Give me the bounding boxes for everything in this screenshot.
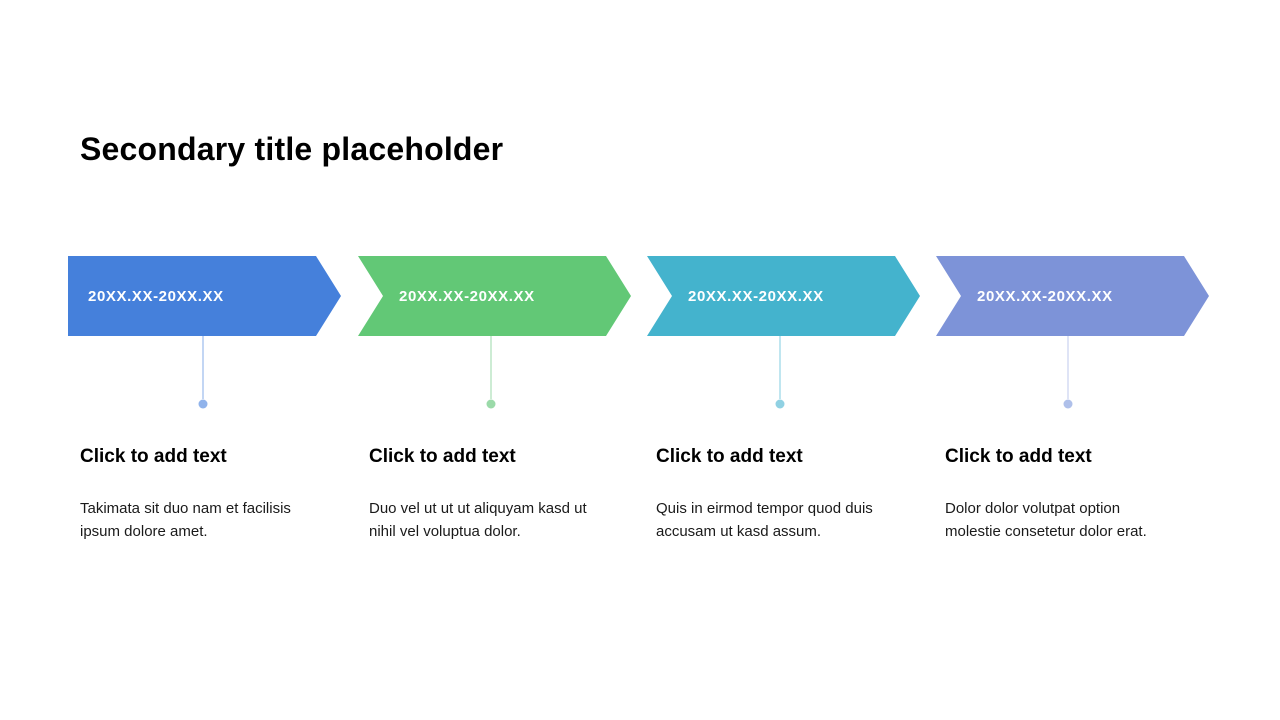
- arrow-shape-icon: [647, 256, 920, 336]
- timeline-arrow-1[interactable]: 20XX.XX-20XX.XX: [68, 256, 341, 336]
- text-block-body[interactable]: Duo vel ut ut ut aliquyam kasd ut nihil …: [369, 500, 587, 540]
- arrow-shape-icon: [936, 256, 1209, 336]
- date-range-label[interactable]: 20XX.XX-20XX.XX: [977, 287, 1113, 305]
- timeline-arrow-4[interactable]: 20XX.XX-20XX.XX: [936, 256, 1209, 336]
- date-range-label[interactable]: 20XX.XX-20XX.XX: [399, 287, 535, 305]
- text-block-heading[interactable]: Click to add text: [369, 446, 516, 467]
- text-block-2[interactable]: Click to add text Duo vel ut ut ut aliqu…: [369, 446, 619, 543]
- connector-line-dot-4: [1063, 336, 1073, 409]
- text-block-body[interactable]: Quis in eirmod tempor quod duis accusam …: [656, 500, 873, 540]
- page-title[interactable]: Secondary title placeholder: [80, 131, 504, 167]
- text-block-heading[interactable]: Click to add text: [945, 446, 1092, 467]
- text-block-body[interactable]: Takimata sit duo nam et facilisis ipsum …: [80, 500, 291, 540]
- date-range-label[interactable]: 20XX.XX-20XX.XX: [88, 287, 224, 305]
- text-block-1[interactable]: Click to add text Takimata sit duo nam e…: [80, 446, 330, 543]
- arrow-shape-icon: [358, 256, 631, 336]
- text-block-body[interactable]: Dolor dolor volutpat option molestie con…: [945, 500, 1147, 540]
- timeline-arrow-3[interactable]: 20XX.XX-20XX.XX: [647, 256, 920, 336]
- text-block-heading[interactable]: Click to add text: [80, 446, 227, 467]
- connector-line-dot-2: [486, 336, 496, 409]
- arrow-shape-icon: [68, 256, 341, 336]
- text-block-4[interactable]: Click to add text Dolor dolor volutpat o…: [945, 446, 1195, 543]
- connector-line-dot-3: [775, 336, 785, 409]
- date-range-label[interactable]: 20XX.XX-20XX.XX: [688, 287, 824, 305]
- connector-line-dot-1: [198, 336, 208, 409]
- text-block-3[interactable]: Click to add text Quis in eirmod tempor …: [656, 446, 906, 543]
- timeline-arrow-2[interactable]: 20XX.XX-20XX.XX: [358, 256, 631, 336]
- text-block-heading[interactable]: Click to add text: [656, 446, 803, 467]
